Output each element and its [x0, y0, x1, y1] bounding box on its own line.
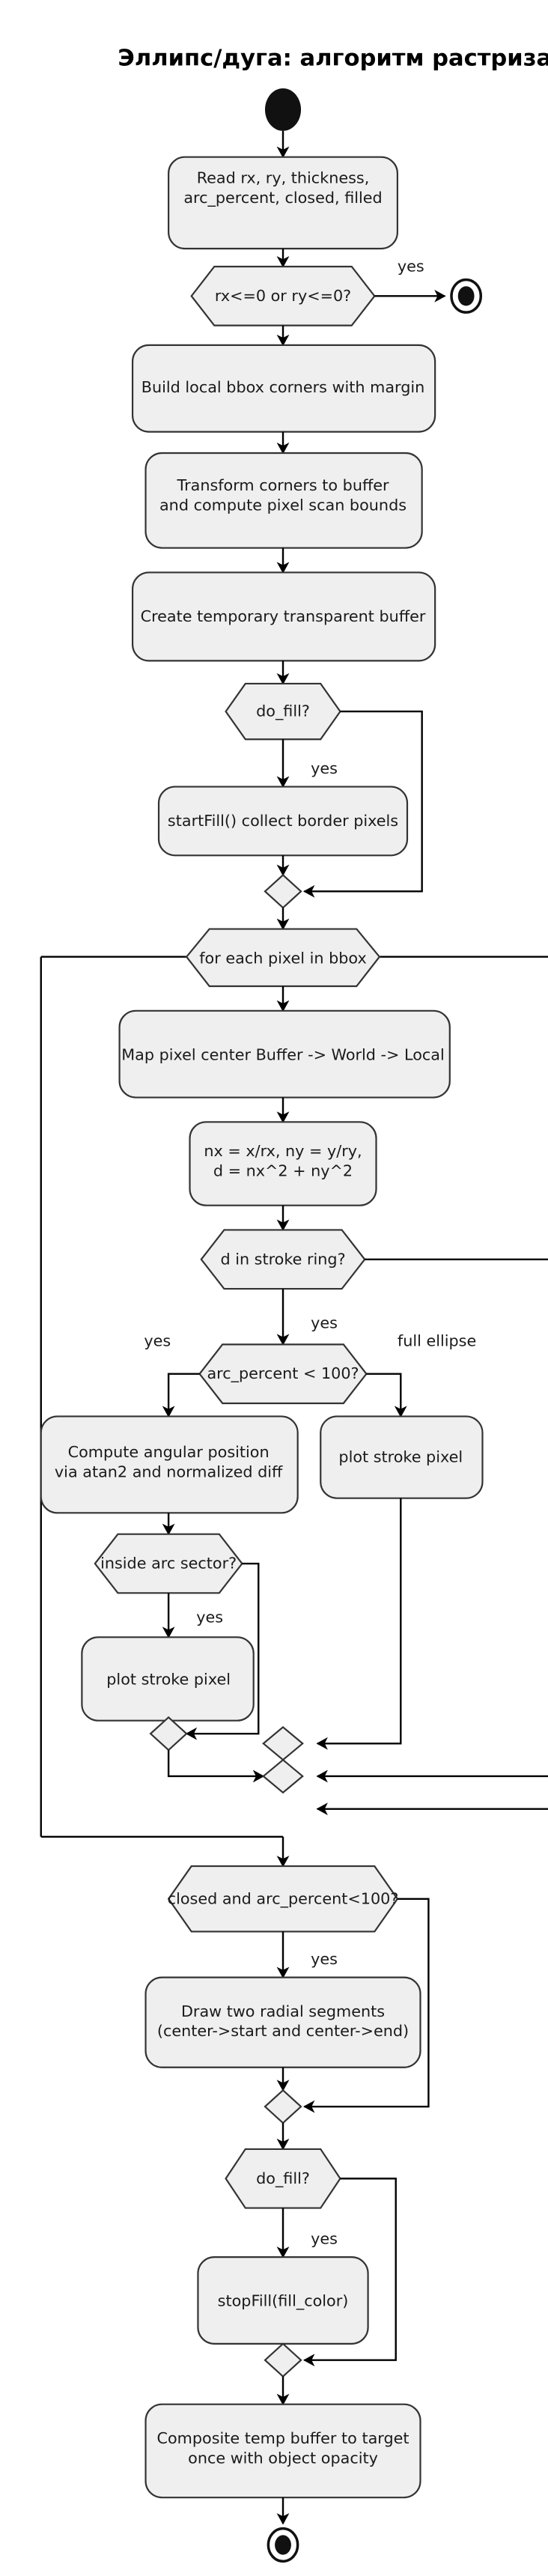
edge-label-dofill1-yes: yes [311, 759, 338, 777]
decision-do-fill-stop [225, 2148, 341, 2209]
decision-inside-arc-sector [94, 1533, 243, 1594]
action-normalize-coords-line2: d = nx^2 + ny^2 [213, 1161, 353, 1179]
action-start-fill-label: startFill() collect border pixels [168, 812, 398, 830]
decision-degenerate-radii [190, 265, 376, 326]
edge-dofill2-no-bypass [303, 2178, 397, 2367]
decision-do-fill-start-label: do_fill? [256, 702, 310, 721]
action-read-params-line2: arc_percent, closed, filled [183, 189, 382, 207]
decision-in-stroke-ring [200, 1229, 366, 1290]
action-build-bbox-label: Build local bbox corners with margin [141, 378, 425, 396]
decision-do-fill-start [225, 682, 341, 741]
action-composite-buffer-line1: Composite temp buffer to target [157, 2429, 410, 2447]
edge-plotfull-to-merge3 [316, 1498, 402, 1750]
edge-merge2-to-merge4 [167, 1750, 265, 1783]
action-compute-angular-position-line1: Compute angular position [68, 1443, 270, 1461]
decision-do-fill-stop-label: do_fill? [256, 2169, 310, 2188]
action-read-params-line1: Read rx, ry, thickness, [197, 169, 370, 187]
action-normalize-coords-line1: nx = x/rx, ny = y/ry, [204, 1142, 362, 1160]
initial-node-start [264, 88, 302, 131]
merge-node-stroke-ring [262, 1758, 304, 1794]
edge-label-insidearc-yes: yes [196, 1609, 223, 1626]
edge-label-dofill2-yes: yes [311, 2230, 338, 2248]
action-plot-stroke-pixel-arc-label: plot stroke pixel [106, 1671, 231, 1689]
edge-dofill1-no-bypass [303, 710, 423, 898]
action-transform-corners-line2: and compute pixel scan bounds [159, 496, 407, 514]
final-node-dot [275, 2535, 291, 2555]
edge-arcpct-full-to-plotfull [366, 1373, 407, 1418]
edge-label-arcpct-yes: yes [144, 1332, 171, 1350]
decision-closed-and-arc [167, 1865, 399, 1933]
action-composite-buffer-line2: once with object opacity [188, 2449, 378, 2467]
action-create-temp-buffer-label: Create temporary transparent buffer [141, 607, 426, 625]
decision-in-stroke-ring-label: d in stroke ring? [220, 1250, 345, 1268]
decision-for-each-pixel [185, 928, 381, 988]
edge-arcpct-yes-to-angular [162, 1373, 200, 1418]
page-title: Эллипс/дуга: алгоритм растризации [118, 45, 548, 71]
edge-label-closedarc-yes: yes [311, 1950, 338, 1968]
action-compute-angular-position-line2: via atan2 and normalized diff [55, 1462, 283, 1480]
decision-for-each-pixel-label: for each pixel in bbox [199, 949, 366, 967]
edge-label-guard-yes: yes [398, 258, 424, 276]
action-stop-fill-label: stopFill(fill_color) [218, 2292, 349, 2311]
edge-label-arcpct-full-ellipse: full ellipse [398, 1332, 476, 1350]
action-map-pixel-center-label: Map pixel center Buffer -> World -> Loca… [121, 1045, 444, 1063]
decision-closed-and-arc-label: closed and arc_percent<100? [168, 1889, 399, 1908]
action-draw-radial-segments-line1: Draw two radial segments [181, 2002, 385, 2020]
final-node-early-dot [457, 286, 475, 306]
decision-arc-percent-lt-100-label: arc_percent < 100? [207, 1364, 359, 1383]
action-draw-radial-segments-line2: (center->start and center->end) [157, 2022, 409, 2040]
edge-closedarc-no-bypass [303, 1898, 430, 2113]
action-map-pixel-center [118, 1009, 451, 1099]
edge-insidearc-no-bypass [185, 1562, 260, 1740]
decision-inside-arc-sector-label: inside arc sector? [100, 1555, 237, 1573]
action-transform-corners-line1: Transform corners to buffer [176, 476, 389, 494]
edge-label-strokering-yes: yes [311, 1314, 338, 1332]
action-plot-stroke-pixel-full-label: plot stroke pixel [338, 1448, 463, 1466]
decision-degenerate-radii-label: rx<=0 or ry<=0? [215, 287, 351, 305]
